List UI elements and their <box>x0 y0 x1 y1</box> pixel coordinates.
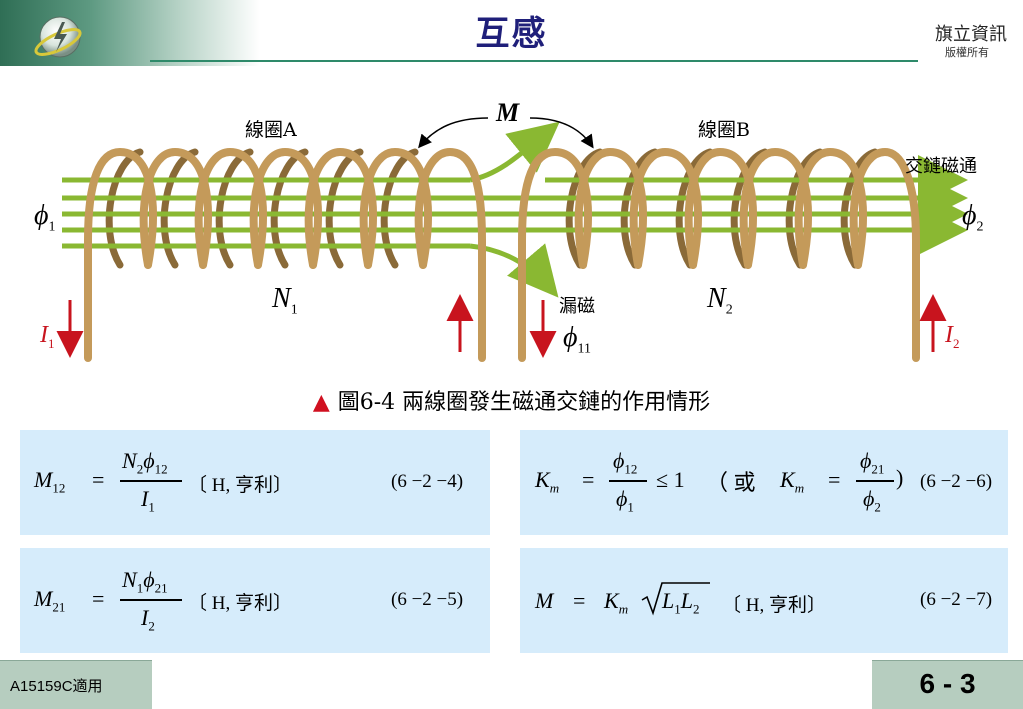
f2-lhs: M21 <box>34 586 66 615</box>
mutual-induction-diagram <box>56 117 968 362</box>
f4-equals: = <box>573 588 586 613</box>
f4-unit: 〔 H, 亨利〕 <box>722 595 826 616</box>
f2-equation-number: (6 −2 −5) <box>391 589 464 610</box>
f3-fraction-bar <box>609 480 647 482</box>
f3-numerator: ϕ12 <box>613 448 638 477</box>
f2-unit: 〔 H, 亨利〕 <box>188 593 292 614</box>
f3-equals2: = <box>828 467 841 492</box>
coil-b-back <box>565 148 879 269</box>
figure-caption: ▲ 圖6-4 兩線圈發生磁通交鏈的作用情形 <box>0 384 1023 416</box>
f3-equals: = <box>582 467 595 492</box>
f1-numerator: N2ϕ12 <box>122 448 168 477</box>
f3-equation-number: (6 −2 −6) <box>920 471 993 492</box>
f3-denominator: ϕ1 <box>616 486 634 515</box>
f3-lhs: Km <box>535 467 560 496</box>
f4-equation-number: (6 −2 −7) <box>920 589 993 610</box>
course-code: A15159C適用 <box>10 678 103 695</box>
label-phi2: ϕ2 <box>962 200 984 235</box>
current-arrows <box>56 294 947 358</box>
label-phi1: ϕ1 <box>34 200 56 235</box>
f3-denominator2: ϕ2 <box>863 486 881 515</box>
f3-fraction-bar2 <box>856 480 894 482</box>
sqrt-sign-icon <box>641 582 710 616</box>
caption-text: 圖6-4 兩線圈發生磁通交鏈的作用情形 <box>337 390 711 415</box>
logo-icon <box>34 16 82 58</box>
f3-leq-one: ≤ 1 <box>656 467 685 492</box>
label-n2: N2 <box>707 283 733 318</box>
f1-equation-number: (6 −2 −4) <box>391 471 464 492</box>
coil-a-front <box>84 147 486 362</box>
caption-marker-icon: ▲ <box>312 390 330 415</box>
formula-box-6-2-4 <box>20 430 490 535</box>
f2-denominator: I2 <box>141 605 155 634</box>
coil-b-front <box>518 147 920 362</box>
label-phi11: ϕ11 <box>563 322 591 357</box>
f3-lhs2: Km <box>780 467 805 496</box>
footer-left-panel <box>0 660 152 709</box>
f3-close-paren: ) <box>896 465 904 490</box>
f1-unit: 〔 H, 亨利〕 <box>188 475 292 496</box>
f4-coupling-k: Km <box>604 588 629 617</box>
copyright-note: 版權所有 <box>945 46 989 59</box>
f1-lhs: M12 <box>34 467 66 496</box>
label-i2: I2 <box>945 322 960 351</box>
f4-radicand: L1L2 <box>662 588 700 617</box>
page-title: 互感 <box>475 14 548 54</box>
label-coil-a: 線圈A <box>245 119 297 141</box>
f4-lhs: M <box>535 588 554 613</box>
f2-numerator: N1ϕ21 <box>122 567 168 596</box>
label-mutual-inductance: M <box>496 98 520 127</box>
label-leakage-flux: 漏磁 <box>559 296 595 317</box>
f1-denominator: I1 <box>141 486 155 515</box>
mutual-arrows <box>418 117 594 149</box>
f2-equals: = <box>92 586 105 611</box>
f1-fraction-bar <box>120 480 182 482</box>
formula-box-6-2-6 <box>520 430 1008 535</box>
publisher-name: 旗立資訊 <box>935 24 1007 45</box>
f1-equals: = <box>92 467 105 492</box>
page-number: 6 - 3 <box>919 668 976 699</box>
label-coil-b: 線圈B <box>698 119 750 141</box>
footer-right-panel <box>872 660 1023 709</box>
f3-numerator2: ϕ21 <box>860 448 885 477</box>
f3-or: （ 或 <box>706 470 756 495</box>
formula-box-6-2-7 <box>520 548 1008 653</box>
label-linkage-flux: 交鏈磁通 <box>905 156 977 177</box>
header-rule <box>150 60 918 62</box>
f2-fraction-bar <box>120 599 182 601</box>
label-i1: I1 <box>40 322 55 351</box>
formula-box-6-2-5 <box>20 548 490 653</box>
label-n1: N1 <box>272 283 298 318</box>
